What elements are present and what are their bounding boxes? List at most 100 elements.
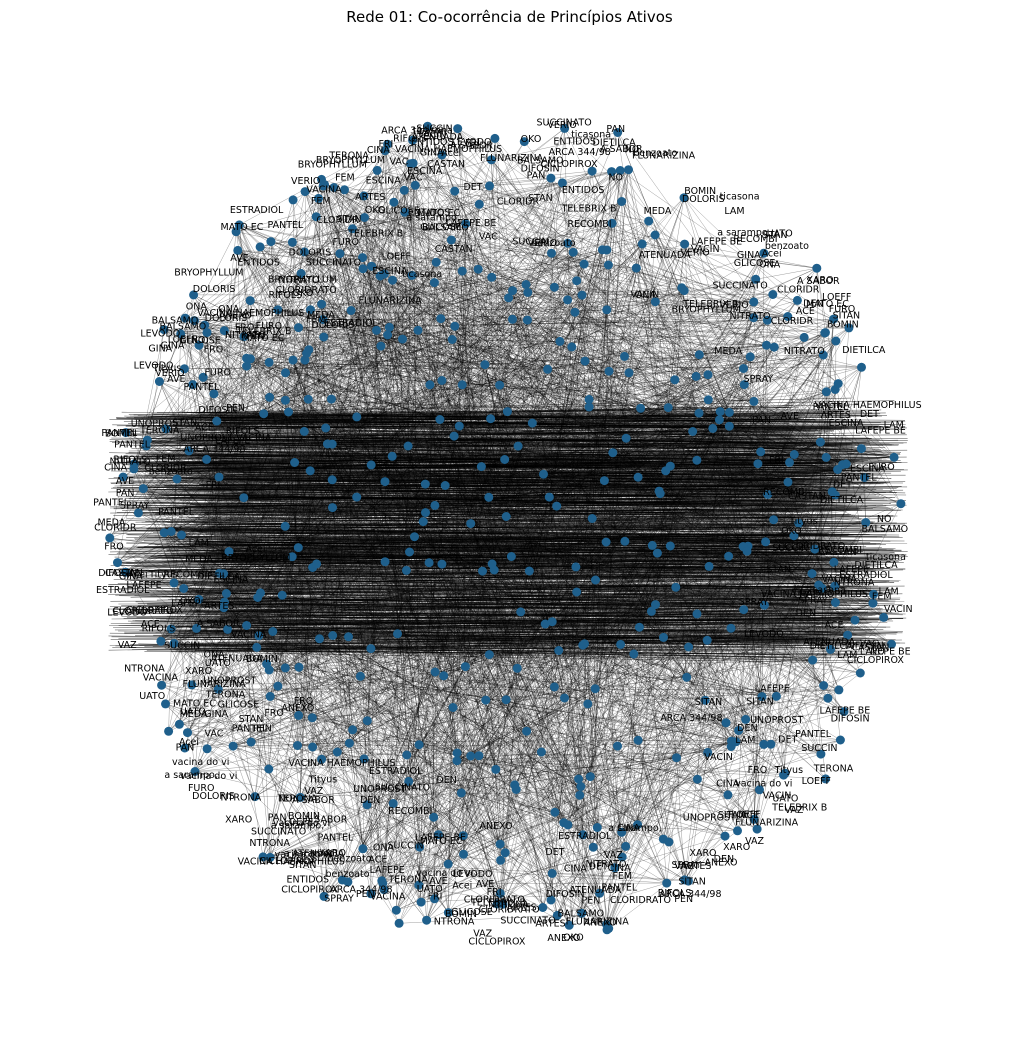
node-label: CASTAN: [819, 547, 857, 558]
network-node: [457, 380, 467, 390]
network-node: [620, 536, 630, 546]
node-label: ARCA 344/98: [549, 147, 611, 158]
node-label: Tityus: [774, 765, 804, 776]
network-node: [637, 239, 647, 249]
network-node: [621, 433, 631, 443]
node-label: SUCCIN: [801, 743, 837, 754]
network-node: [486, 155, 496, 165]
network-edge: [206, 438, 839, 451]
network-node: [408, 135, 418, 145]
network-edge: [186, 441, 839, 449]
network-node: [633, 820, 643, 830]
network-edge: [144, 651, 865, 664]
network-node: [452, 748, 462, 758]
node-label: FEM: [872, 591, 892, 602]
network-node: [583, 699, 593, 709]
network-node: [174, 719, 184, 729]
node-label: ATENUADA: [411, 132, 463, 143]
network-node: [180, 743, 190, 753]
network-node: [829, 557, 839, 567]
node-label: FURO: [204, 368, 231, 379]
network-node: [448, 703, 458, 712]
node-label: FRO: [204, 345, 224, 356]
node-label: SITAN: [718, 810, 746, 821]
network-edge: [181, 411, 862, 424]
network-node: [749, 396, 759, 406]
network-node: [753, 459, 763, 469]
network-node: [169, 638, 179, 648]
node-label: DEN: [714, 854, 734, 865]
network-edge: [220, 545, 839, 551]
node-label: CASTAN: [435, 244, 473, 255]
node-label: MEDA: [307, 310, 335, 321]
node-label: NO: [625, 145, 640, 156]
network-node: [491, 764, 501, 774]
node-label: VACINA HAEMOPHILUS: [238, 857, 345, 868]
node-label: GLICOSE: [218, 700, 260, 711]
node-label: UNOPROST: [180, 433, 233, 444]
network-edge: [116, 418, 880, 427]
network-node: [703, 395, 713, 405]
network-node: [179, 584, 189, 593]
network-node: [579, 259, 589, 269]
network-node: [527, 418, 537, 428]
network-edge: [108, 575, 827, 586]
network-node: [239, 332, 249, 342]
node-label: ANEXO: [219, 311, 252, 322]
node-label: MATO EC: [173, 698, 216, 709]
network-edge: [201, 476, 812, 480]
network-edge: [164, 509, 798, 523]
node-label: CINA: [104, 462, 128, 473]
network-node: [443, 908, 453, 918]
network-edge: [166, 612, 846, 614]
network-edge: [197, 485, 858, 497]
chart-title: Rede 01: Co-ocorrência de Princípios Ati…: [346, 8, 673, 26]
network-node: [564, 920, 574, 930]
network-node: [142, 435, 152, 445]
network-node: [294, 710, 304, 720]
node-label: vacina do vi: [180, 771, 237, 782]
network-edge: [108, 608, 894, 622]
network-node: [293, 543, 303, 553]
network-node: [739, 380, 749, 390]
network-node: [677, 283, 687, 293]
node-label: BOMIN: [445, 909, 477, 920]
node-label: OKO: [563, 933, 584, 944]
node-label: DIETILCA: [197, 571, 241, 582]
node-label: ESTRADIOL: [839, 570, 893, 581]
node-label: NTRONA: [834, 578, 875, 589]
network-node: [613, 128, 623, 137]
network-node: [547, 868, 557, 878]
network-node: [214, 472, 224, 482]
network-node: [700, 695, 710, 705]
node-label: FRI: [487, 887, 502, 898]
network-node: [358, 264, 368, 274]
network-node: [281, 368, 290, 378]
node-label: ARCA 344/98: [381, 125, 443, 136]
network-node: [166, 527, 176, 536]
node-label: ACE: [796, 306, 815, 317]
node-label: VERIO: [291, 176, 320, 187]
network-node: [634, 622, 644, 632]
network-edge: [124, 453, 877, 457]
node-label: SUCCINATO: [536, 118, 591, 129]
network-node: [575, 790, 585, 800]
network-node: [789, 450, 799, 459]
node-label: STAN: [763, 230, 788, 241]
network-node: [405, 547, 414, 557]
network-node: [692, 455, 702, 465]
node-label: PAN: [116, 488, 135, 499]
network-node: [830, 581, 840, 591]
node-label: ANEXO: [281, 703, 314, 714]
node-label: BOMIN: [684, 186, 716, 197]
network-node: [571, 562, 581, 572]
network-node: [830, 598, 840, 607]
node-label: TERONA: [387, 875, 428, 886]
node-label: DET: [833, 479, 852, 490]
network-node: [456, 788, 466, 798]
network-edge: [174, 489, 904, 496]
node-label: PEN: [581, 896, 600, 907]
network-node: [321, 423, 331, 433]
node-label: NO: [870, 646, 885, 657]
